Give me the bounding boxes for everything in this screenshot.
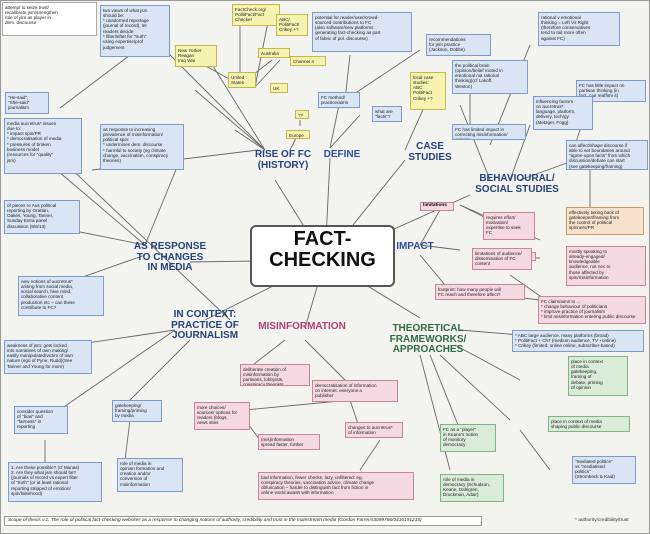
node-little-impact: FC has little impact on partisan thinkin… [576, 80, 646, 102]
node-fc-aims: FC claim/aims to ... * change behaviour … [538, 296, 646, 324]
branch-response-media: AS RESPONSE TO CHANGES IN MEDIA [133, 241, 207, 273]
node-limitations-audience: limitations of audience/ dissemination o… [472, 248, 532, 270]
node-pieces: of pieces re Aus political reporting by … [4, 200, 80, 234]
branch-impact: IMPACT [396, 241, 434, 252]
node-mostly-speaking: mostly speaking to already-engaged/ know… [566, 246, 646, 286]
node-qq: ?? [295, 110, 309, 119]
node-bad-information: bad information, fewer checks, lazy, unf… [258, 472, 414, 500]
node-media-issues: media aucretrus* issues due to: * impact… [4, 118, 82, 174]
node-factcheck-org: FactCheck.org/ PolitiFact/Fact Checker [232, 4, 280, 26]
node-role-media-opinion: role of media in opinion formation and c… [117, 458, 183, 492]
node-potential-crowd: potential for reader/user/crowd- sourced… [312, 12, 412, 52]
node-influencing: influencing factors on aucretrus*: langu… [533, 96, 593, 130]
node-democratisation: democratisation of information on intern… [312, 380, 398, 402]
central-topic: FACT- CHECKING [250, 225, 395, 287]
node-spread-faster: (mis)information spread faster, further [258, 434, 320, 450]
node-more-choices: more choices/ sources/ options for reade… [194, 402, 250, 430]
branch-context-journalism: IN CONTEXT: PRACTICE OF JOURNALISM [171, 309, 239, 341]
node-mediated-politics: "mediated politics" vs "mediatised polit… [572, 456, 636, 484]
node-requires-effort: requires effort/ motivation/ expertise t… [483, 212, 535, 240]
node-changes-info: changes to aucretrus* of information [345, 422, 403, 438]
node-he-said: "He-said", "She-said" journalism [5, 92, 49, 114]
node-role-democracy: role of media in democracy (Schudson, Ke… [440, 474, 504, 502]
node-deliberate: deliberate creation of misinformation by… [240, 364, 310, 386]
tag-limitations: limitations [420, 202, 454, 211]
branch-define: DEFINE [323, 149, 361, 160]
node-weakness-jsm: weakness of jsm: gets locked into narrat… [4, 340, 92, 374]
branch-behavioural-social: BEHAVIOURAL/ SOCIAL STUDIES [475, 173, 559, 195]
node-place-shaping: place in context of media shaping public… [548, 416, 630, 432]
node-consider-bias: consider question of "bias" and "fairnes… [14, 406, 68, 434]
node-new-notions: new notions of aucretrus* arising from s… [18, 276, 104, 316]
node-united-states: United States [228, 72, 256, 88]
branch-case-studies: CASE STUDIES [408, 141, 452, 163]
node-abc-politifact: ABC/ PolitiFact/ Crikey +? [276, 14, 308, 36]
node-what-facts: what are "facts"? [372, 106, 402, 122]
node-limited-impact: FC has limited impact in correcting misi… [452, 124, 526, 140]
node-political-brain: the political brain (opinion/belief root… [452, 60, 528, 94]
node-gatekeeping-priming: gatekeeping/ framing/priming by media [112, 400, 162, 422]
branch-misinformation: MISINFORMATION [258, 321, 346, 332]
node-europe: Europe [286, 130, 310, 139]
node-place-gatekeeping: place in context of media gatekeeping, f… [568, 356, 628, 396]
node-channel4: Channel 4 [290, 56, 326, 66]
node-newyorker: New Yorker Reagan Iraq War [175, 45, 217, 67]
node-rational-emotional: rational v emotional thinking = Left Vs … [538, 12, 620, 46]
node-recommendations: recommendations for jsm practice (Jackso… [426, 34, 491, 56]
node-fc-method: FC method/ practice/aims [318, 92, 360, 108]
branch-rise-of-fc: RISE OF FC (HISTORY) [254, 149, 312, 171]
node-local-case: local case studies: ABC PolitiFact Crike… [410, 72, 446, 110]
node-uk: UK [270, 83, 288, 93]
node-abc-audience: * ABC large audience, many platforms (br… [512, 330, 644, 352]
branch-theoretical: THEORETICAL FRAMEWORKS/ APPROACHES [389, 323, 467, 355]
node-australia: Australia [258, 48, 290, 58]
node-shape-discourse: can affect/shape discourse if able to se… [566, 140, 648, 170]
node-footprint: footprint: how many people will FC reach… [435, 284, 525, 300]
footnote-authority: * authority/credibility/trust [575, 518, 629, 523]
node-response-spin: as response to increasing prevalence of … [100, 124, 184, 170]
node-fc-player: FC as a "player" in Keane's notion of mo… [440, 424, 496, 452]
node-gatekeeper-back: effectively taking back of gatekeeper/fr… [566, 207, 644, 235]
node-attempt: attempt to seize trust/ recalibrate jsm/… [2, 2, 97, 36]
node-truth-questions: 1. Are these possible? (cf Manas) 2. Are… [8, 462, 102, 502]
scope-statement: Scope of thesis v.1: The role of politic… [4, 516, 482, 526]
node-two-views: two views of what jsm should be: * unado… [100, 5, 170, 57]
